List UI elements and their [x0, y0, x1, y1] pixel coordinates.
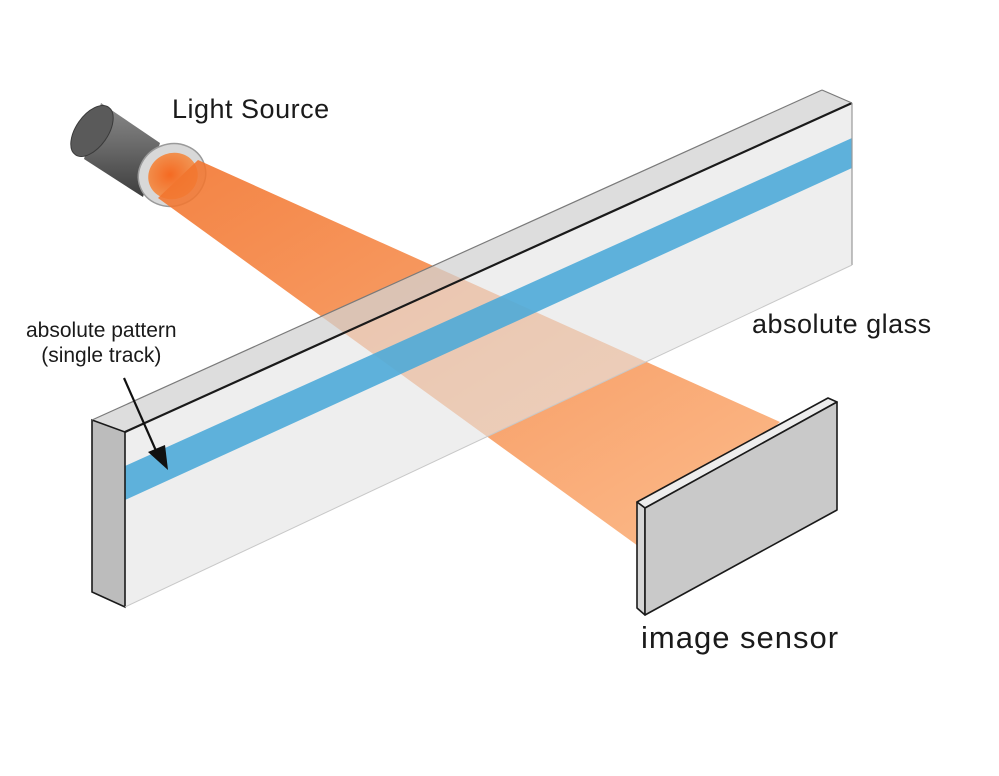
light-source [70, 103, 207, 208]
absolute-glass-label: absolute glass [752, 309, 932, 339]
image-sensor-label: image sensor [641, 620, 840, 655]
glass-top-front-edge [124, 101, 853, 434]
glass-top-back-edge [91, 89, 823, 421]
glass-top-face [92, 90, 852, 432]
light-source-back-cap [70, 105, 114, 157]
image-sensor [636, 397, 838, 616]
sensor-side-edge [636, 501, 646, 616]
glass-bottom-edge [124, 264, 853, 608]
absolute-pattern-label: absolute pattern (single track) [26, 318, 177, 368]
absolute-pattern-label-line1: absolute pattern [26, 319, 177, 342]
glass-end-face [91, 418, 126, 609]
absolute-glass [91, 89, 853, 609]
pattern-pointer-arrow [122, 377, 168, 470]
sensor-face [644, 401, 838, 616]
absolute-pattern-label-line2: (single track) [41, 344, 162, 367]
light-source-label: Light Source [172, 94, 330, 124]
glass-far-top-edge [821, 89, 853, 104]
pattern-track [125, 138, 852, 500]
